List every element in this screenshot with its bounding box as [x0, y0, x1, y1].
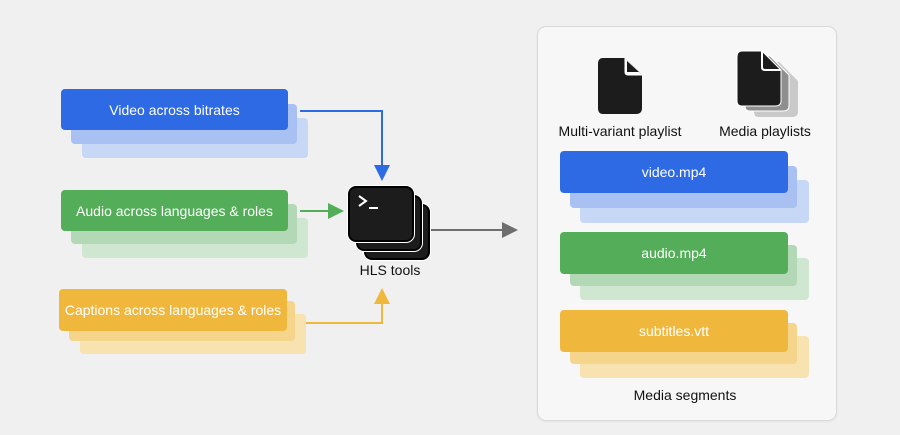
- captions-input-label: Captions across languages & roles: [64, 302, 282, 318]
- video-segment-label: video.mp4: [641, 164, 707, 180]
- media-playlists-label: Media playlists: [719, 123, 811, 139]
- video-segment-card: video.mp4: [560, 151, 788, 193]
- terminal-stack-icon: [346, 184, 432, 260]
- subtitles-segment-card: subtitles.vtt: [560, 310, 788, 352]
- video-input-card: Video across bitrates: [61, 89, 288, 130]
- audio-segment-label: audio.mp4: [641, 245, 707, 261]
- captions-input-card: Captions across languages & roles: [59, 289, 287, 331]
- video-input-label: Video across bitrates: [109, 101, 240, 118]
- document-icon: [598, 58, 642, 114]
- terminal-prompt-icon: [358, 195, 378, 209]
- subtitles-segment-label: subtitles.vtt: [638, 323, 710, 339]
- document-stack-icon: [736, 50, 798, 117]
- video-arrow: [300, 110, 390, 181]
- media-segments-label: Media segments: [633, 387, 737, 403]
- hls-tools-label: HLS tools: [359, 262, 421, 278]
- audio-input-card: Audio across languages & roles: [61, 190, 288, 231]
- multivariant-playlist-label: Multi-variant playlist: [558, 123, 682, 139]
- captions-arrow: [300, 288, 390, 324]
- audio-input-label: Audio across languages & roles: [76, 202, 273, 219]
- audio-segment-card: audio.mp4: [560, 232, 788, 274]
